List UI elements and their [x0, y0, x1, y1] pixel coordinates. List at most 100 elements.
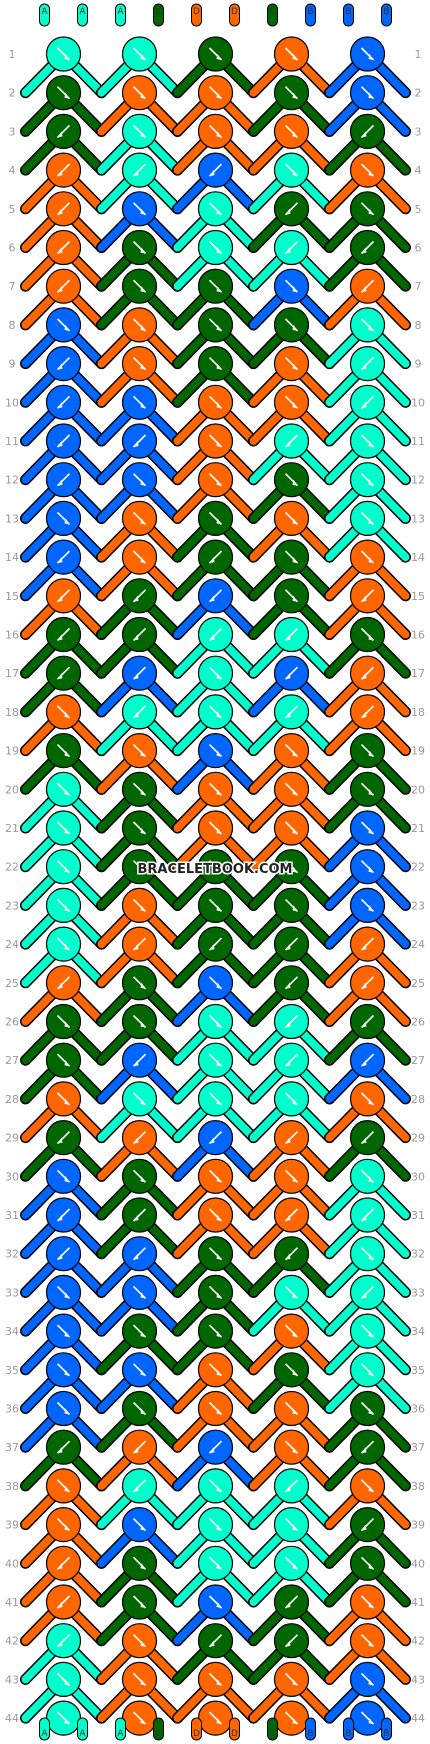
- row-number-right: 2: [415, 87, 422, 100]
- knot-arrow-head: [285, 982, 291, 989]
- knot-arrow-head: [57, 982, 63, 989]
- row-number-right: 22: [411, 861, 425, 874]
- knot-arrow-head: [368, 1485, 374, 1492]
- knot-arrow-head: [368, 1369, 374, 1376]
- knot-arrow-head: [368, 905, 374, 912]
- row-number-right: 40: [411, 1557, 425, 1570]
- knot-arrow-head: [361, 982, 367, 989]
- row-number-right: 16: [411, 629, 425, 642]
- row-number-left: 1: [9, 48, 16, 61]
- row-number-left: 20: [5, 783, 19, 796]
- knot-arrow-head: [64, 1369, 70, 1376]
- knot-arrow-head: [57, 402, 63, 409]
- knot-arrow-head: [368, 479, 374, 486]
- knot-arrow-head: [216, 402, 222, 409]
- knot-arrow-head: [368, 1640, 374, 1647]
- row-number-left: 7: [9, 280, 16, 293]
- knot-arrow-head: [57, 1563, 63, 1570]
- knot-arrow-head: [292, 479, 298, 486]
- knot-arrow-head: [64, 1176, 70, 1183]
- row-number-right: 33: [411, 1286, 425, 1299]
- knot-arrow-head: [133, 1485, 139, 1492]
- knot-arrow-head: [140, 1176, 146, 1183]
- knot-arrow-head: [140, 1331, 146, 1338]
- knot-arrow-head: [361, 1524, 367, 1531]
- knot-arrow-head: [133, 1215, 139, 1221]
- row-number-left: 39: [5, 1519, 19, 1532]
- row-number-left: 25: [5, 977, 19, 990]
- row-number-right: 27: [411, 1054, 425, 1067]
- knot-arrow-head: [216, 711, 222, 718]
- knot-arrow-head: [216, 1331, 222, 1338]
- knot-arrow-head: [361, 247, 367, 254]
- knot-arrow-head: [216, 1602, 222, 1608]
- row-number-right: 30: [411, 1170, 425, 1183]
- knot-arrow-head: [368, 828, 374, 834]
- knot-arrow-head: [285, 1021, 291, 1028]
- thread-tail-top: [381, 3, 392, 27]
- knot-arrow-head: [285, 711, 291, 718]
- thread-letter-bottom: B: [383, 1729, 389, 1739]
- knot-arrow-head: [285, 441, 291, 447]
- knot-arrow-head: [285, 1253, 291, 1260]
- knot-arrow-head: [292, 1369, 298, 1376]
- knot-arrow-head: [285, 1060, 291, 1067]
- knot-arrow-head: [140, 1640, 146, 1647]
- knot-arrow-head: [64, 1098, 70, 1105]
- knot-arrow-head: [361, 595, 367, 602]
- knot-arrow-head: [368, 1253, 374, 1260]
- knot-arrow-head: [368, 1718, 374, 1725]
- knot-arrow-head: [216, 208, 222, 215]
- thread-letter-top: A: [79, 7, 86, 17]
- row-number-left: 5: [9, 203, 16, 216]
- knot-arrow-head: [133, 441, 139, 447]
- knot-arrow-head: [361, 363, 367, 370]
- row-number-right: 35: [411, 1364, 425, 1377]
- row-number-right: 41: [411, 1596, 425, 1609]
- knot-arrow-head: [216, 324, 222, 331]
- knot-arrow-head: [133, 1060, 139, 1067]
- knot-arrow-head: [285, 1640, 291, 1647]
- knot-arrow-head: [64, 1718, 70, 1725]
- knot-arrow-head: [216, 54, 222, 60]
- row-number-right: 7: [415, 280, 422, 293]
- row-number-left: 15: [5, 590, 19, 603]
- thread-letter-top: C: [269, 7, 275, 17]
- thread-letter-bottom: B: [307, 1729, 313, 1739]
- knot-arrow-head: [57, 634, 63, 641]
- row-number-left: 9: [9, 358, 16, 371]
- thread-letter-bottom: D: [193, 1729, 200, 1739]
- knot-arrow-head: [133, 1447, 139, 1454]
- knot-arrow-head: [57, 1447, 63, 1454]
- row-number-right: 15: [411, 590, 425, 603]
- row-number-left: 4: [9, 164, 16, 177]
- knot-arrow-head: [368, 208, 374, 215]
- knot-arrow-head: [133, 595, 139, 602]
- knot-arrow-head: [64, 905, 70, 912]
- row-number-right: 36: [411, 1403, 425, 1416]
- row-number-right: 11: [411, 435, 425, 448]
- knot-arrow-head: [209, 595, 215, 602]
- knot-arrow-head: [140, 324, 146, 331]
- knot-arrow-head: [64, 1292, 70, 1299]
- knot-arrow-head: [361, 711, 367, 718]
- thread-letter-bottom: D: [231, 1729, 238, 1739]
- knot-arrow-head: [209, 557, 215, 564]
- knot-arrow-head: [57, 441, 63, 447]
- row-number-left: 41: [5, 1596, 19, 1609]
- knot-arrow-head: [216, 1292, 222, 1299]
- knot-arrow-head: [140, 92, 146, 99]
- knot-arrow-head: [64, 92, 70, 99]
- knot-arrow-head: [292, 1176, 298, 1183]
- row-number-right: 23: [411, 899, 425, 912]
- knot-arrow-head: [368, 866, 374, 873]
- knot-arrow-head: [64, 789, 70, 796]
- knot-arrow-head: [216, 1408, 222, 1415]
- knot-arrow-head: [285, 1215, 291, 1221]
- knot-arrow-head: [368, 92, 374, 99]
- knot-arrow-head: [368, 634, 374, 641]
- row-number-left: 40: [5, 1557, 19, 1570]
- row-number-left: 43: [5, 1673, 19, 1686]
